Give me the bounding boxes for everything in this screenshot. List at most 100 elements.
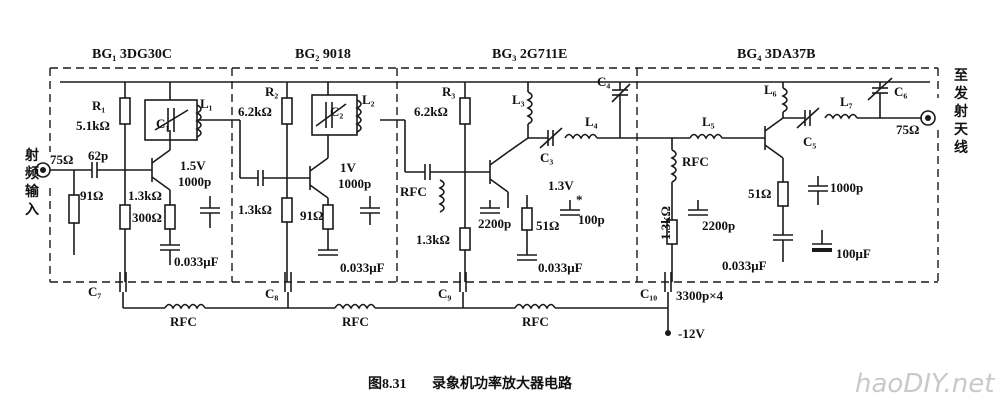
input-label-2: 频 — [25, 165, 39, 182]
rfc-b-inductor — [670, 149, 677, 183]
cp1-label: 1000p — [178, 174, 211, 189]
transistor-bg3 — [489, 151, 509, 193]
l4-inductor — [564, 133, 598, 140]
cb2-label: 0.033μF — [340, 260, 385, 275]
rf-output-connector — [920, 110, 936, 126]
re1-value: 1.3kΩ — [128, 188, 162, 203]
re2a-resistor — [281, 197, 293, 223]
input-label-3: 输 — [25, 183, 40, 200]
v3-label: 1.3V — [548, 178, 574, 193]
r3-label: R₃ — [442, 84, 455, 99]
input-label-1: 射 — [24, 147, 39, 164]
re1b-resistor — [164, 204, 176, 230]
supply-label: -12V — [678, 326, 705, 341]
r1-label: R₁ — [92, 98, 105, 113]
transistor-bg2 — [309, 157, 329, 199]
re4b-resistor — [777, 181, 789, 207]
l6-inductor — [781, 87, 788, 113]
re3b-value: 51Ω — [536, 218, 559, 233]
cp2-label: 1000p — [338, 176, 371, 191]
r2-value: 6.2kΩ — [238, 104, 272, 119]
rfc-bus1-inductor — [164, 303, 206, 310]
l1-label: L₁ — [200, 96, 213, 111]
re2b-resistor — [322, 204, 334, 230]
c10-label: C₁₀ — [640, 286, 657, 301]
v1-label: 1.5V — [180, 158, 206, 173]
c2200a-label: 2200p — [478, 216, 511, 231]
l2-label: L₂ — [362, 92, 375, 107]
input-impedance: 75Ω — [50, 152, 73, 167]
tank-l2-c2 — [311, 94, 358, 136]
ce4-label: 100μF — [836, 246, 871, 261]
c6-label: C₆ — [894, 84, 907, 99]
cb1-label: 0.033μF — [174, 254, 219, 269]
output-label-3: 射 — [953, 103, 968, 120]
cp3-label: 100p — [578, 212, 605, 227]
output-label-5: 线 — [954, 139, 968, 156]
r3-value: 6.2kΩ — [414, 104, 448, 119]
figure-title: 录象机功率放大器电路 — [432, 375, 573, 392]
bypass-label: 3300p×4 — [676, 288, 724, 303]
shield-outline — [49, 67, 939, 283]
transistor-bg4 — [764, 117, 784, 159]
stage-title-bg1: BG₁ 3DG30C — [92, 47, 172, 62]
rfc-bus2-inductor — [334, 303, 376, 310]
rfc-bus1-label: RFC — [170, 314, 197, 329]
re4a-value: 1.3kΩ — [658, 206, 673, 240]
output-label-1: 至 — [954, 68, 968, 84]
rfc-a-inductor — [438, 179, 445, 213]
input-resistor-value: 91Ω — [80, 188, 103, 203]
cb3-label: 0.033μF — [538, 260, 583, 275]
l3-inductor — [526, 91, 533, 125]
re2b-value: 91Ω — [300, 208, 323, 223]
c7-label: C₇ — [88, 284, 101, 299]
c2200b-label: 2200p — [702, 218, 735, 233]
l5-label: L₅ — [702, 114, 715, 129]
l4-label: L₄ — [585, 114, 598, 129]
c1-label: C₁ — [156, 116, 169, 131]
rfc-b-label: RFC — [682, 154, 709, 169]
cp3-star: * — [576, 192, 583, 207]
r2-label: R₂ — [265, 84, 278, 99]
re3a-value: 1.3kΩ — [416, 232, 450, 247]
re1b-value: 300Ω — [132, 210, 162, 225]
rfc-bus3-inductor — [514, 303, 556, 310]
re2a-value: 1.3kΩ — [238, 202, 272, 217]
stage-title-bg2: BG₂ 9018 — [295, 47, 351, 62]
v2-label: 1V — [340, 160, 357, 175]
input-cap-value: 62p — [88, 148, 108, 163]
re4b-value: 51Ω — [748, 186, 771, 201]
rfc-a-label: RFC — [400, 184, 427, 199]
transistor-bg1 — [151, 149, 171, 191]
l3-label: L₃ — [512, 92, 525, 107]
input-label-4: 入 — [25, 202, 39, 218]
figure-number: 图8.31 — [368, 376, 407, 392]
supply-terminal — [665, 330, 671, 336]
re1-resistor — [119, 204, 131, 230]
watermark: haoDIY.net — [855, 369, 995, 399]
l1-inductor — [195, 104, 202, 138]
l5-inductor — [689, 133, 723, 140]
c2-label: C₂ — [330, 104, 343, 119]
r3-resistor — [459, 97, 471, 125]
r2-resistor — [281, 97, 293, 125]
l7-label: L₇ — [840, 94, 853, 109]
stage-title-bg3: BG₃ 2G711E — [492, 47, 567, 62]
re3b-resistor — [521, 207, 533, 231]
input-resistor — [68, 194, 80, 224]
cp4-label: 1000p — [830, 180, 863, 195]
l6-label: L₆ — [764, 82, 777, 97]
c4-label: C₄ — [597, 74, 610, 89]
rfc-bus2-label: RFC — [342, 314, 369, 329]
cb4-label: 0.033μF — [722, 258, 767, 273]
r1-resistor — [119, 97, 131, 125]
output-impedance: 75Ω — [896, 122, 919, 137]
l7-inductor — [824, 113, 858, 120]
re3a-resistor — [459, 227, 471, 251]
c9-label: C₉ — [438, 286, 451, 301]
l2-inductor — [355, 99, 362, 133]
output-label-4: 天 — [954, 122, 969, 138]
stage-title-bg4: BG₄ 3DA37B — [737, 47, 815, 62]
output-label-2: 发 — [953, 85, 969, 102]
